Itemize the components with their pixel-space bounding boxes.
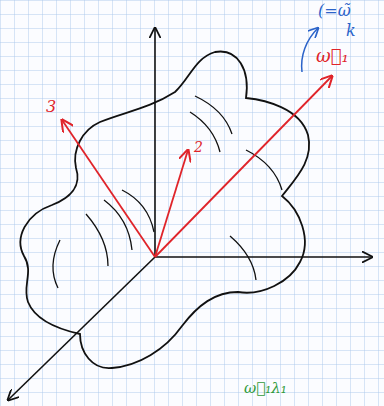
coordinate-axes: [8, 28, 372, 400]
note-text: (=ω̃: [318, 2, 351, 20]
vector-label: ω⃗₁λ₁: [244, 380, 287, 397]
label-holder: k: [346, 22, 356, 40]
label-holder: 3: [46, 98, 56, 116]
label-holder: 2: [194, 140, 203, 155]
label-holder: (=ω̃: [318, 2, 351, 20]
shading-strokes: [53, 96, 282, 288]
vector-label: ω⃗₁: [316, 46, 349, 66]
rigid-body-outline: [20, 52, 309, 369]
pointer-arrow: [302, 28, 318, 72]
note-text: k: [346, 22, 356, 40]
principal-axes: [62, 76, 332, 257]
label-holder: ω⃗₁: [316, 46, 349, 66]
axis-number: 2: [194, 140, 203, 155]
label-holder: ω⃗₁λ₁: [244, 380, 287, 397]
axis-number: 3: [46, 98, 56, 116]
